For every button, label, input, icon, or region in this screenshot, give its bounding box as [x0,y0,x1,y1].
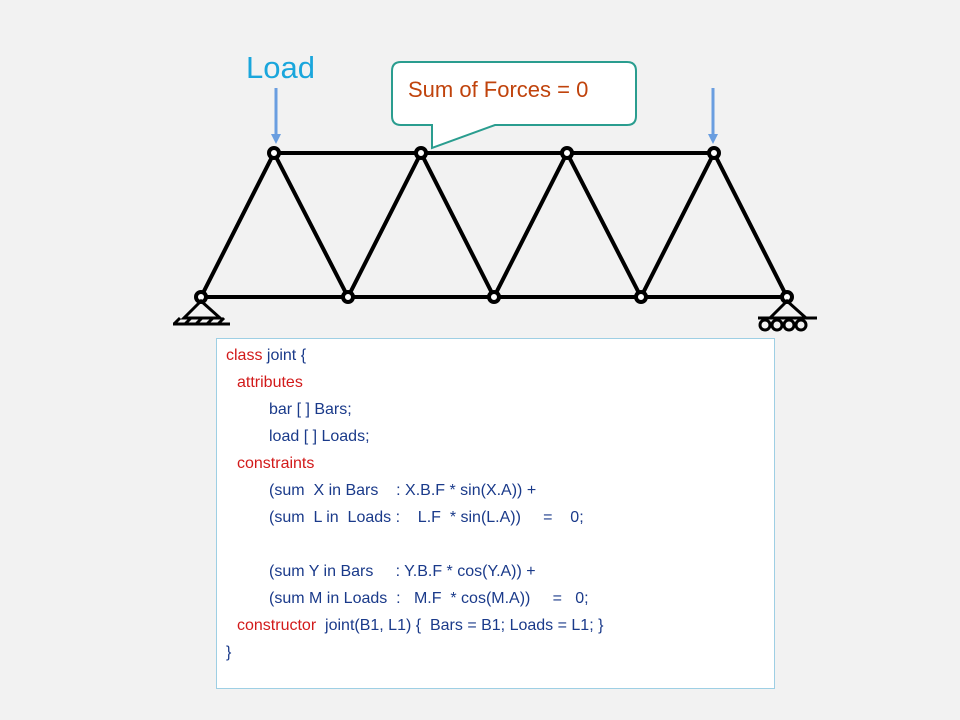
callout-bubble [391,61,637,150]
joint-top-3 [560,146,574,160]
code-text: joint { [262,347,307,364]
code-line-10: constructor joint(B1, L1) { Bars = B1; L… [237,614,603,638]
diagonal-7 [639,151,716,299]
code-line-7: (sum L in Loads : L.F * sin(L.A)) = 0; [269,509,584,526]
code-line-11: } [226,644,232,661]
load-arrow-left [271,88,281,144]
code-keyword-class: class [226,347,263,364]
truss-members [199,151,789,299]
joint-bottom-4 [634,290,648,304]
code-text: joint(B1, L1) { Bars = B1; Loads = L1; } [316,617,604,634]
joint-top-4 [707,146,721,160]
code-keyword-constructor: constructor [237,617,317,634]
diagonal-4 [419,151,496,299]
diagonal-2 [272,151,350,299]
joint-top-1 [267,146,281,160]
diagonal-3 [346,151,423,299]
code-line-5: constraints [237,455,315,472]
diagonal-5 [492,151,569,299]
load-arrow-right [708,88,718,144]
joint-top-2 [414,146,428,160]
roller-support-right [758,298,817,332]
load-label: Load [246,50,315,85]
diagonal-1 [199,151,276,299]
code-line-8: (sum Y in Bars : Y.B.F * cos(Y.A)) + [269,563,536,580]
pin-support-left [172,298,230,326]
code-line-4: load [ ] Loads; [269,428,370,445]
code-panel: class joint { attributes bar [ ] Bars; l… [216,338,775,689]
joint-bottom-3 [487,290,501,304]
code-line-2: attributes [237,374,303,391]
truss-joints [194,146,794,304]
joint-bottom-2 [341,290,355,304]
code-line-6: (sum X in Bars : X.B.F * sin(X.A)) + [269,482,537,499]
code-line-9: (sum M in Loads : M.F * cos(M.A)) = 0; [269,590,589,607]
code-line-3: bar [ ] Bars; [269,401,352,418]
diagonal-8 [712,151,789,299]
code-line-1: class joint { [226,344,306,368]
callout-text: Sum of Forces = 0 [408,77,589,102]
diagonal-6 [565,151,643,299]
